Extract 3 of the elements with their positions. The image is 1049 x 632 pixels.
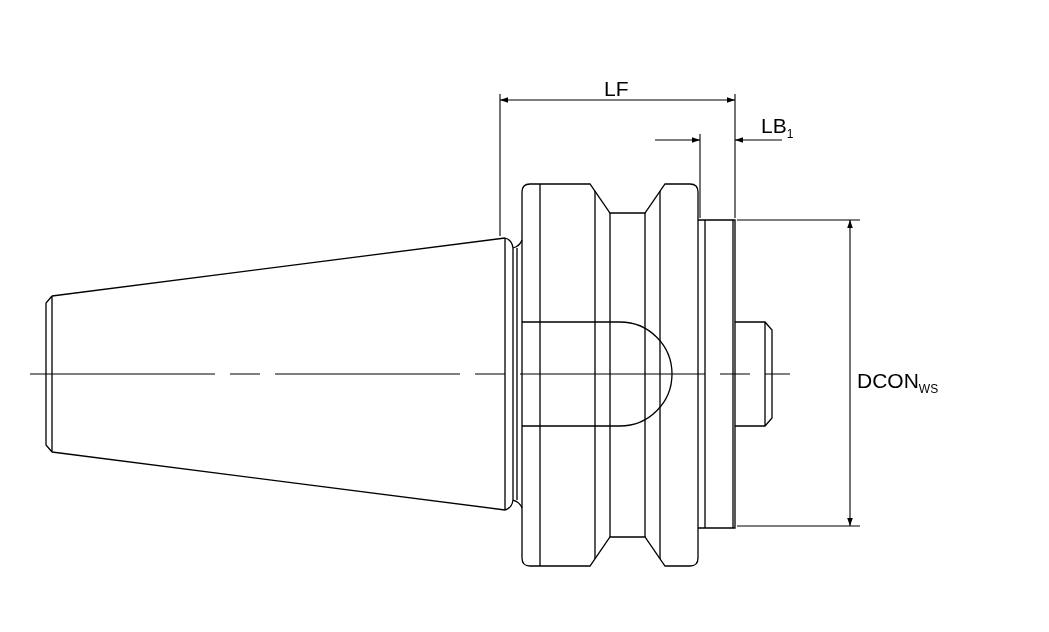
dimension-label: DCON$_{WS}$ bbox=[857, 370, 939, 395]
dimension-label: LF bbox=[604, 78, 629, 99]
dimension-label: LB$_{1}$ bbox=[761, 115, 794, 140]
